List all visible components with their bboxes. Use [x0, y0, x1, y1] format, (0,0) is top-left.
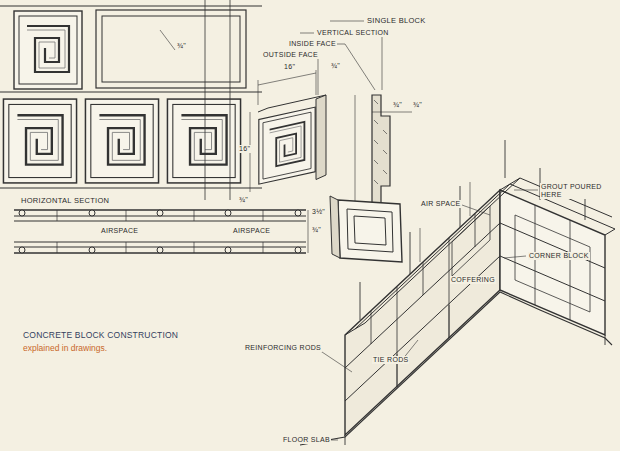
- part-label: INSIDE FACE: [288, 40, 337, 48]
- part-label: ¾": [330, 62, 341, 70]
- part-label: AIRSPACE: [100, 227, 139, 235]
- part-label: COFFERING: [450, 276, 496, 284]
- part-label: ¾": [412, 101, 423, 109]
- part-label: AIRSPACE: [232, 227, 271, 235]
- part-label: ¾": [238, 196, 249, 204]
- part-label: HORIZONTAL SECTION: [20, 197, 110, 206]
- part-label: ¾": [311, 226, 322, 234]
- part-label: CORNER BLOCK: [528, 252, 590, 260]
- part-label: AIR SPACE: [420, 200, 462, 208]
- part-label: GROUT POURED HERE: [540, 183, 604, 199]
- part-label: VERTICAL SECTION: [316, 29, 390, 37]
- part-label: 16": [238, 145, 251, 153]
- caption-text: explained in drawings.: [22, 344, 108, 354]
- part-label: SINGLE BLOCK: [366, 17, 427, 26]
- part-label: 16": [283, 63, 296, 71]
- part-label: 3½": [311, 208, 326, 216]
- part-label: ¾": [176, 42, 187, 50]
- part-label: REINFORCING RODS: [244, 344, 322, 352]
- part-label: FLOOR SLAB: [282, 436, 331, 444]
- caption-title: CONCRETE BLOCK CONSTRUCTION: [22, 331, 179, 341]
- part-label: ¾": [392, 101, 403, 109]
- part-label: TIE RODS: [372, 356, 409, 364]
- part-label: OUTSIDE FACE: [262, 51, 319, 59]
